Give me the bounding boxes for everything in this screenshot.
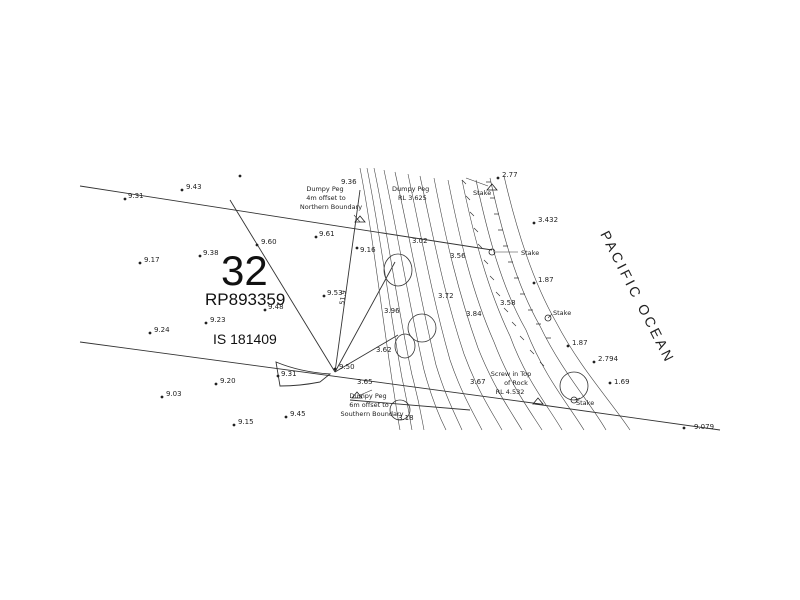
peg-south-note: Dumpy Peg 6m offset to Southern Boundary [341, 392, 404, 418]
svg-text:1.87: 1.87 [538, 276, 554, 284]
svg-text:9.15: 9.15 [238, 418, 254, 426]
rock-2 [407, 313, 437, 343]
svg-text:3.58: 3.58 [500, 299, 516, 307]
peg-north-note: Dumpy Peg 4m offset to Northern Boundary [300, 185, 362, 211]
stake-label-4: Stake [576, 399, 594, 407]
svg-text:2.77: 2.77 [502, 171, 518, 179]
svg-text:Dumpy Peg: Dumpy Peg [349, 392, 386, 400]
svg-text:6m offset to: 6m offset to [349, 401, 389, 409]
rock-5 [389, 399, 411, 421]
side-dimension: 51.9 [338, 290, 348, 305]
svg-text:RL 3.625: RL 3.625 [398, 194, 427, 202]
svg-text:3.18: 3.18 [398, 414, 414, 422]
rock-symbols [383, 253, 589, 421]
svg-text:9.61: 9.61 [319, 230, 335, 238]
svg-text:Dumpy Peg: Dumpy Peg [392, 185, 429, 193]
stake-label-3: Stake [553, 309, 571, 317]
leader-lines [353, 177, 581, 401]
svg-text:3.432: 3.432 [538, 216, 558, 224]
svg-text:9.03: 9.03 [166, 390, 182, 398]
radial-line-3 [334, 334, 399, 373]
svg-text:9.24: 9.24 [154, 326, 170, 334]
svg-text:9.38: 9.38 [203, 249, 219, 257]
short-line-right [349, 399, 471, 411]
svg-text:9.31: 9.31 [128, 192, 144, 200]
svg-text:Northern Boundary: Northern Boundary [300, 203, 362, 211]
svg-text:1.69: 1.69 [614, 378, 630, 386]
lower-line [534, 403, 721, 431]
svg-text:2.794: 2.794 [598, 355, 619, 363]
svg-text:3.84: 3.84 [466, 310, 482, 318]
northern-boundary-line [79, 185, 493, 251]
svg-text:9.60: 9.60 [261, 238, 277, 246]
svg-text:3.56: 3.56 [450, 252, 466, 260]
svg-text:3.65: 3.65 [357, 378, 373, 386]
svg-text:9.50: 9.50 [339, 363, 355, 371]
svg-text:3.02: 3.02 [412, 237, 428, 245]
svg-text:9.20: 9.20 [220, 377, 236, 385]
svg-text:RL 4.532: RL 4.532 [496, 388, 525, 396]
bank-hatching [461, 179, 551, 367]
svg-text:9.36: 9.36 [341, 178, 357, 186]
svg-text:3.96: 3.96 [384, 307, 400, 315]
svg-text:9.17: 9.17 [144, 256, 160, 264]
radial-line-2 [334, 261, 396, 373]
svg-text:Screw in Top: Screw in Top [491, 370, 532, 378]
southern-boundary-line [79, 341, 541, 405]
spot-height-dots [123, 174, 686, 430]
ocean-label: PACIFIC OCEAN [597, 228, 678, 366]
svg-text:9.16: 9.16 [360, 246, 376, 254]
svg-text:9.45: 9.45 [290, 410, 306, 418]
rock-3 [394, 333, 416, 359]
svg-text:9.23: 9.23 [210, 316, 226, 324]
spot-height-labels: 9.43 9.31 9.36 9.17 9.38 9.60 9.61 9.16 … [128, 171, 714, 431]
rock-4 [559, 371, 589, 401]
title-reference: IS 181409 [213, 331, 277, 347]
plan-number: RP893359 [205, 290, 285, 309]
svg-text:9.48: 9.48 [268, 303, 284, 311]
svg-text:Southern Boundary: Southern Boundary [341, 410, 404, 418]
stake-label-2: Stake [521, 249, 539, 257]
western-side-line [334, 189, 361, 373]
lot-number: 32 [221, 247, 268, 294]
svg-text:Dumpy Peg: Dumpy Peg [306, 185, 343, 193]
svg-text:4m offset to: 4m offset to [306, 194, 346, 202]
boundary-arc [275, 361, 332, 387]
stake-label-1: Stake [473, 189, 491, 197]
svg-text:3.72: 3.72 [438, 292, 454, 300]
screw-note: Screw in Top of Rock RL 4.532 [491, 370, 532, 396]
peg-top-note: Dumpy Peg RL 3.625 [392, 185, 429, 202]
radial-line-1 [229, 199, 336, 373]
svg-text:9.31: 9.31 [281, 370, 297, 378]
svg-text:3.67: 3.67 [470, 378, 486, 386]
svg-text:3.62: 3.62 [376, 346, 392, 354]
svg-text:9.079: 9.079 [694, 423, 714, 431]
svg-text:9.53: 9.53 [327, 289, 343, 297]
svg-text:of Rock: of Rock [504, 379, 528, 387]
svg-text:9.43: 9.43 [186, 183, 202, 191]
svg-text:1.87: 1.87 [572, 339, 588, 347]
rock-1 [383, 253, 413, 287]
